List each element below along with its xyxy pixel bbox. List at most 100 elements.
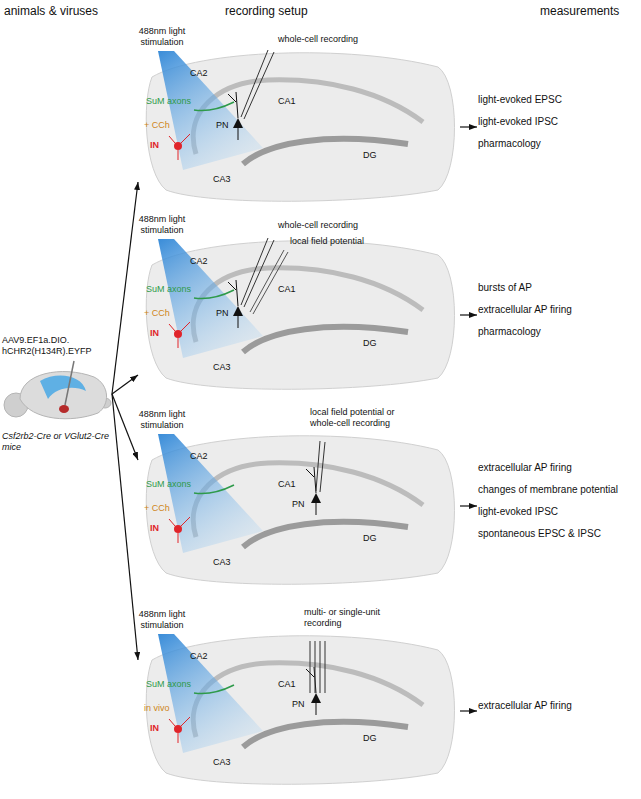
region-label: CA2 bbox=[190, 651, 208, 662]
measurement-item: light-evoked EPSC bbox=[478, 94, 638, 106]
region-label: CA1 bbox=[278, 479, 296, 490]
slice-illustration bbox=[138, 22, 460, 207]
cell-label: PN bbox=[292, 699, 305, 710]
hippocampus bbox=[40, 376, 86, 399]
interneuron bbox=[174, 525, 182, 533]
measurement-item: pharmacology bbox=[478, 138, 638, 150]
measurement-item: changes of membrane potential bbox=[478, 484, 638, 496]
recording-panel: 488nm light stimulation whole-cell record… bbox=[138, 22, 460, 207]
light-label: 488nm light stimulation bbox=[138, 409, 186, 431]
connector-arrow bbox=[460, 314, 477, 315]
region-label: CA2 bbox=[190, 68, 208, 79]
light-cone bbox=[158, 239, 263, 358]
sum-axon bbox=[194, 290, 234, 299]
pyramidal-neuron bbox=[233, 306, 243, 316]
recording-label: whole-cell recording bbox=[278, 220, 358, 231]
measurement-item: extracellular AP firing bbox=[478, 700, 638, 712]
sum-injection-site bbox=[59, 405, 69, 413]
light-cone bbox=[158, 634, 263, 753]
slice-illustration bbox=[138, 605, 460, 790]
interneuron-neurites bbox=[169, 717, 190, 743]
connector-arrow bbox=[112, 182, 138, 394]
region-label: DG bbox=[363, 733, 377, 744]
pyramidal-dendrites bbox=[228, 92, 238, 140]
region-label: CA3 bbox=[213, 362, 231, 373]
recording-electrode bbox=[316, 441, 325, 492]
slice-illustration bbox=[138, 405, 460, 590]
recording-label: multi- or single-unit recording bbox=[304, 607, 404, 629]
pyramidal-dendrites bbox=[228, 280, 238, 328]
region-label: DG bbox=[363, 533, 377, 544]
recording-panel: 488nm light stimulationlocal field poten… bbox=[138, 405, 460, 590]
axon-label: SuM axons bbox=[146, 679, 191, 690]
mouse-line-label: Csf2rb2-Cre or VGlut2-Cre mice bbox=[2, 431, 112, 453]
region-label: CA3 bbox=[213, 557, 231, 568]
connector-arrow bbox=[460, 505, 477, 506]
cell-label: PN bbox=[216, 120, 229, 131]
cell-label: IN bbox=[150, 140, 159, 151]
column-heading: measurements bbox=[540, 4, 619, 18]
pyramidal-neuron bbox=[233, 118, 243, 128]
light-label: 488nm light stimulation bbox=[138, 26, 186, 48]
dentate-gyrus bbox=[243, 327, 408, 352]
light-cone bbox=[158, 51, 263, 170]
recording-panel: 488nm light stimulation multi- or single-… bbox=[138, 605, 460, 790]
recording-label: local field potential bbox=[290, 236, 364, 247]
lfp-electrode bbox=[250, 250, 288, 314]
interneuron-neurites bbox=[169, 322, 190, 348]
pyramidal-neuron bbox=[311, 493, 321, 503]
dentate-gyrus bbox=[243, 139, 408, 164]
condition-label: + CCh bbox=[144, 120, 170, 131]
measurement-list: bursts of APextracellular AP firingpharm… bbox=[478, 282, 638, 348]
pyramidal-neuron bbox=[311, 693, 321, 703]
sum-axon bbox=[194, 102, 234, 111]
cell-label: IN bbox=[150, 328, 159, 339]
axon-label: SuM axons bbox=[146, 96, 191, 107]
region-label: CA1 bbox=[278, 679, 296, 690]
measurement-list: light-evoked EPSC light-evoked IPSC pharma… bbox=[478, 94, 638, 160]
mouse-brain bbox=[2, 359, 112, 429]
measurement-list: extracellular AP firing changes of membra… bbox=[478, 462, 638, 550]
measurement-item: extracellular AP firing bbox=[478, 304, 638, 316]
region-label: CA1 bbox=[278, 96, 296, 107]
axon-label: SuM axons bbox=[146, 479, 191, 490]
multi-electrode bbox=[310, 641, 325, 693]
injection-figure: AAV9.EF1a.DIO. hCHR2(H134R).EYFPCsf2rb2-… bbox=[2, 335, 112, 453]
region-label: CA1 bbox=[278, 284, 296, 295]
connector-arrow bbox=[460, 126, 477, 127]
region-label: CA3 bbox=[213, 757, 231, 768]
patch-pipette bbox=[241, 238, 274, 307]
measurement-item: extracellular AP firing bbox=[478, 462, 638, 474]
recording-label: whole-cell recording bbox=[278, 34, 358, 45]
sum-axon bbox=[194, 485, 234, 494]
light-label: 488nm light stimulation bbox=[138, 609, 186, 631]
pyramidal-dendrites bbox=[306, 467, 316, 515]
light-label: 488nm light stimulation bbox=[138, 214, 186, 236]
interneuron bbox=[174, 725, 182, 733]
interneuron bbox=[174, 142, 182, 150]
column-heading: recording setup bbox=[225, 4, 308, 18]
dentate-gyrus bbox=[243, 522, 408, 547]
condition-label: + CCh bbox=[144, 503, 170, 514]
region-label: DG bbox=[363, 338, 377, 349]
cell-label: PN bbox=[216, 308, 229, 319]
measurement-item: light-evoked IPSC bbox=[478, 506, 638, 518]
measurement-item: light-evoked IPSC bbox=[478, 116, 638, 128]
patch-pipette bbox=[241, 50, 274, 119]
connector-arrow bbox=[112, 394, 138, 660]
cell-label: PN bbox=[292, 499, 305, 510]
measurement-list: extracellular AP firing bbox=[478, 700, 638, 722]
interneuron bbox=[174, 330, 182, 338]
dentate-gyrus bbox=[243, 722, 408, 747]
brain-outline bbox=[20, 372, 107, 419]
axon-label: SuM axons bbox=[146, 284, 191, 295]
measurement-item: spontaneous EPSC & IPSC bbox=[478, 528, 638, 540]
injection-needle bbox=[65, 361, 74, 405]
connector-arrow bbox=[460, 710, 477, 711]
recording-panel: 488nm light stimulation whole-cell record… bbox=[138, 210, 460, 395]
interneuron-neurites bbox=[169, 134, 190, 160]
region-label: CA2 bbox=[190, 451, 208, 462]
interneuron-neurites bbox=[169, 517, 190, 543]
sum-axon bbox=[194, 685, 234, 694]
condition-label: in vivo bbox=[144, 703, 170, 714]
